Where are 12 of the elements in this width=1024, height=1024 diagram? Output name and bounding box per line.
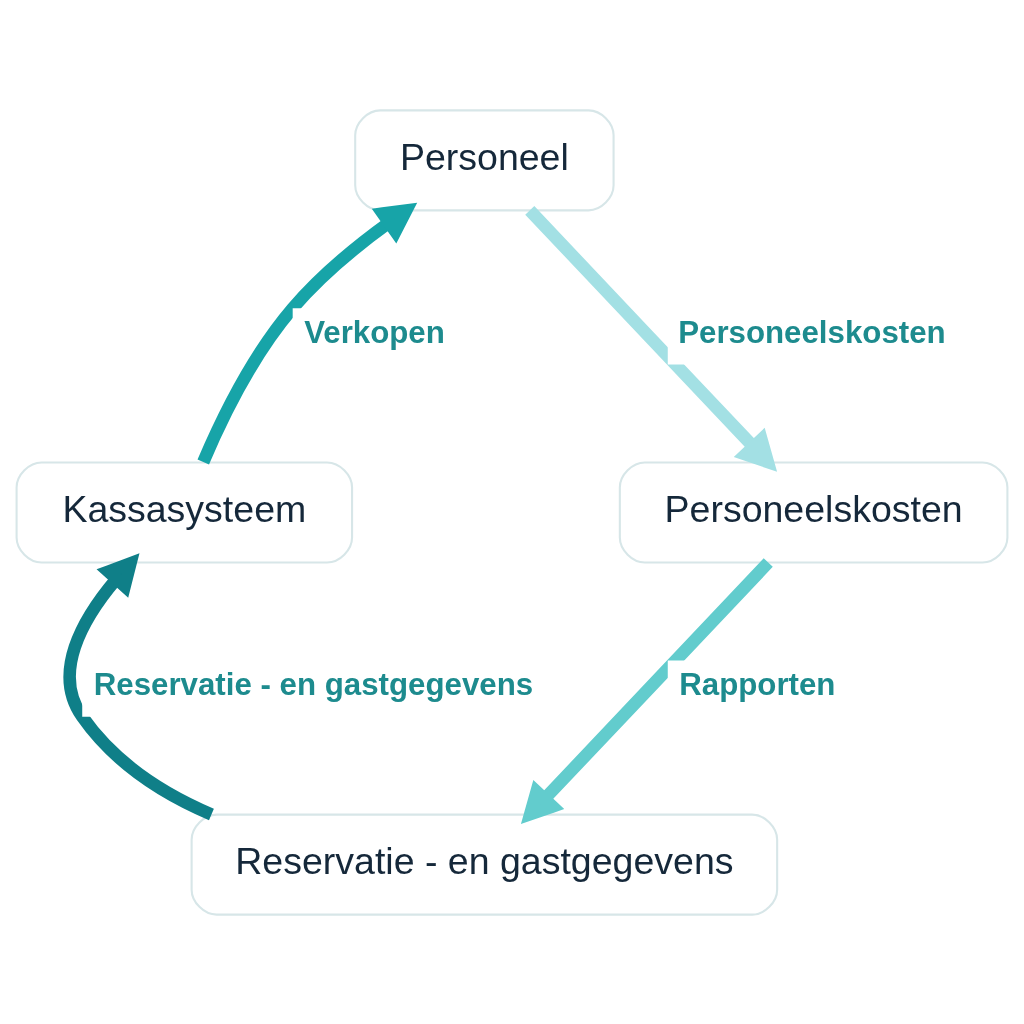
edge-label: Verkopen: [304, 314, 445, 350]
arrow: [520, 557, 773, 824]
node-box: Reservatie - en gastgegevens: [190, 813, 779, 916]
arrow: [525, 205, 778, 472]
edge-label: Personeelskosten: [678, 314, 946, 350]
arrow: [197, 202, 418, 464]
node-box: Personeel: [354, 108, 615, 211]
node-box: Personeelskosten: [618, 460, 1009, 564]
node-box: Kassasysteem: [15, 460, 354, 564]
edge-label: Reservatie - en gastgegevens: [93, 666, 534, 702]
edge-label: Rapporten: [679, 666, 836, 702]
arrow: [63, 552, 214, 820]
